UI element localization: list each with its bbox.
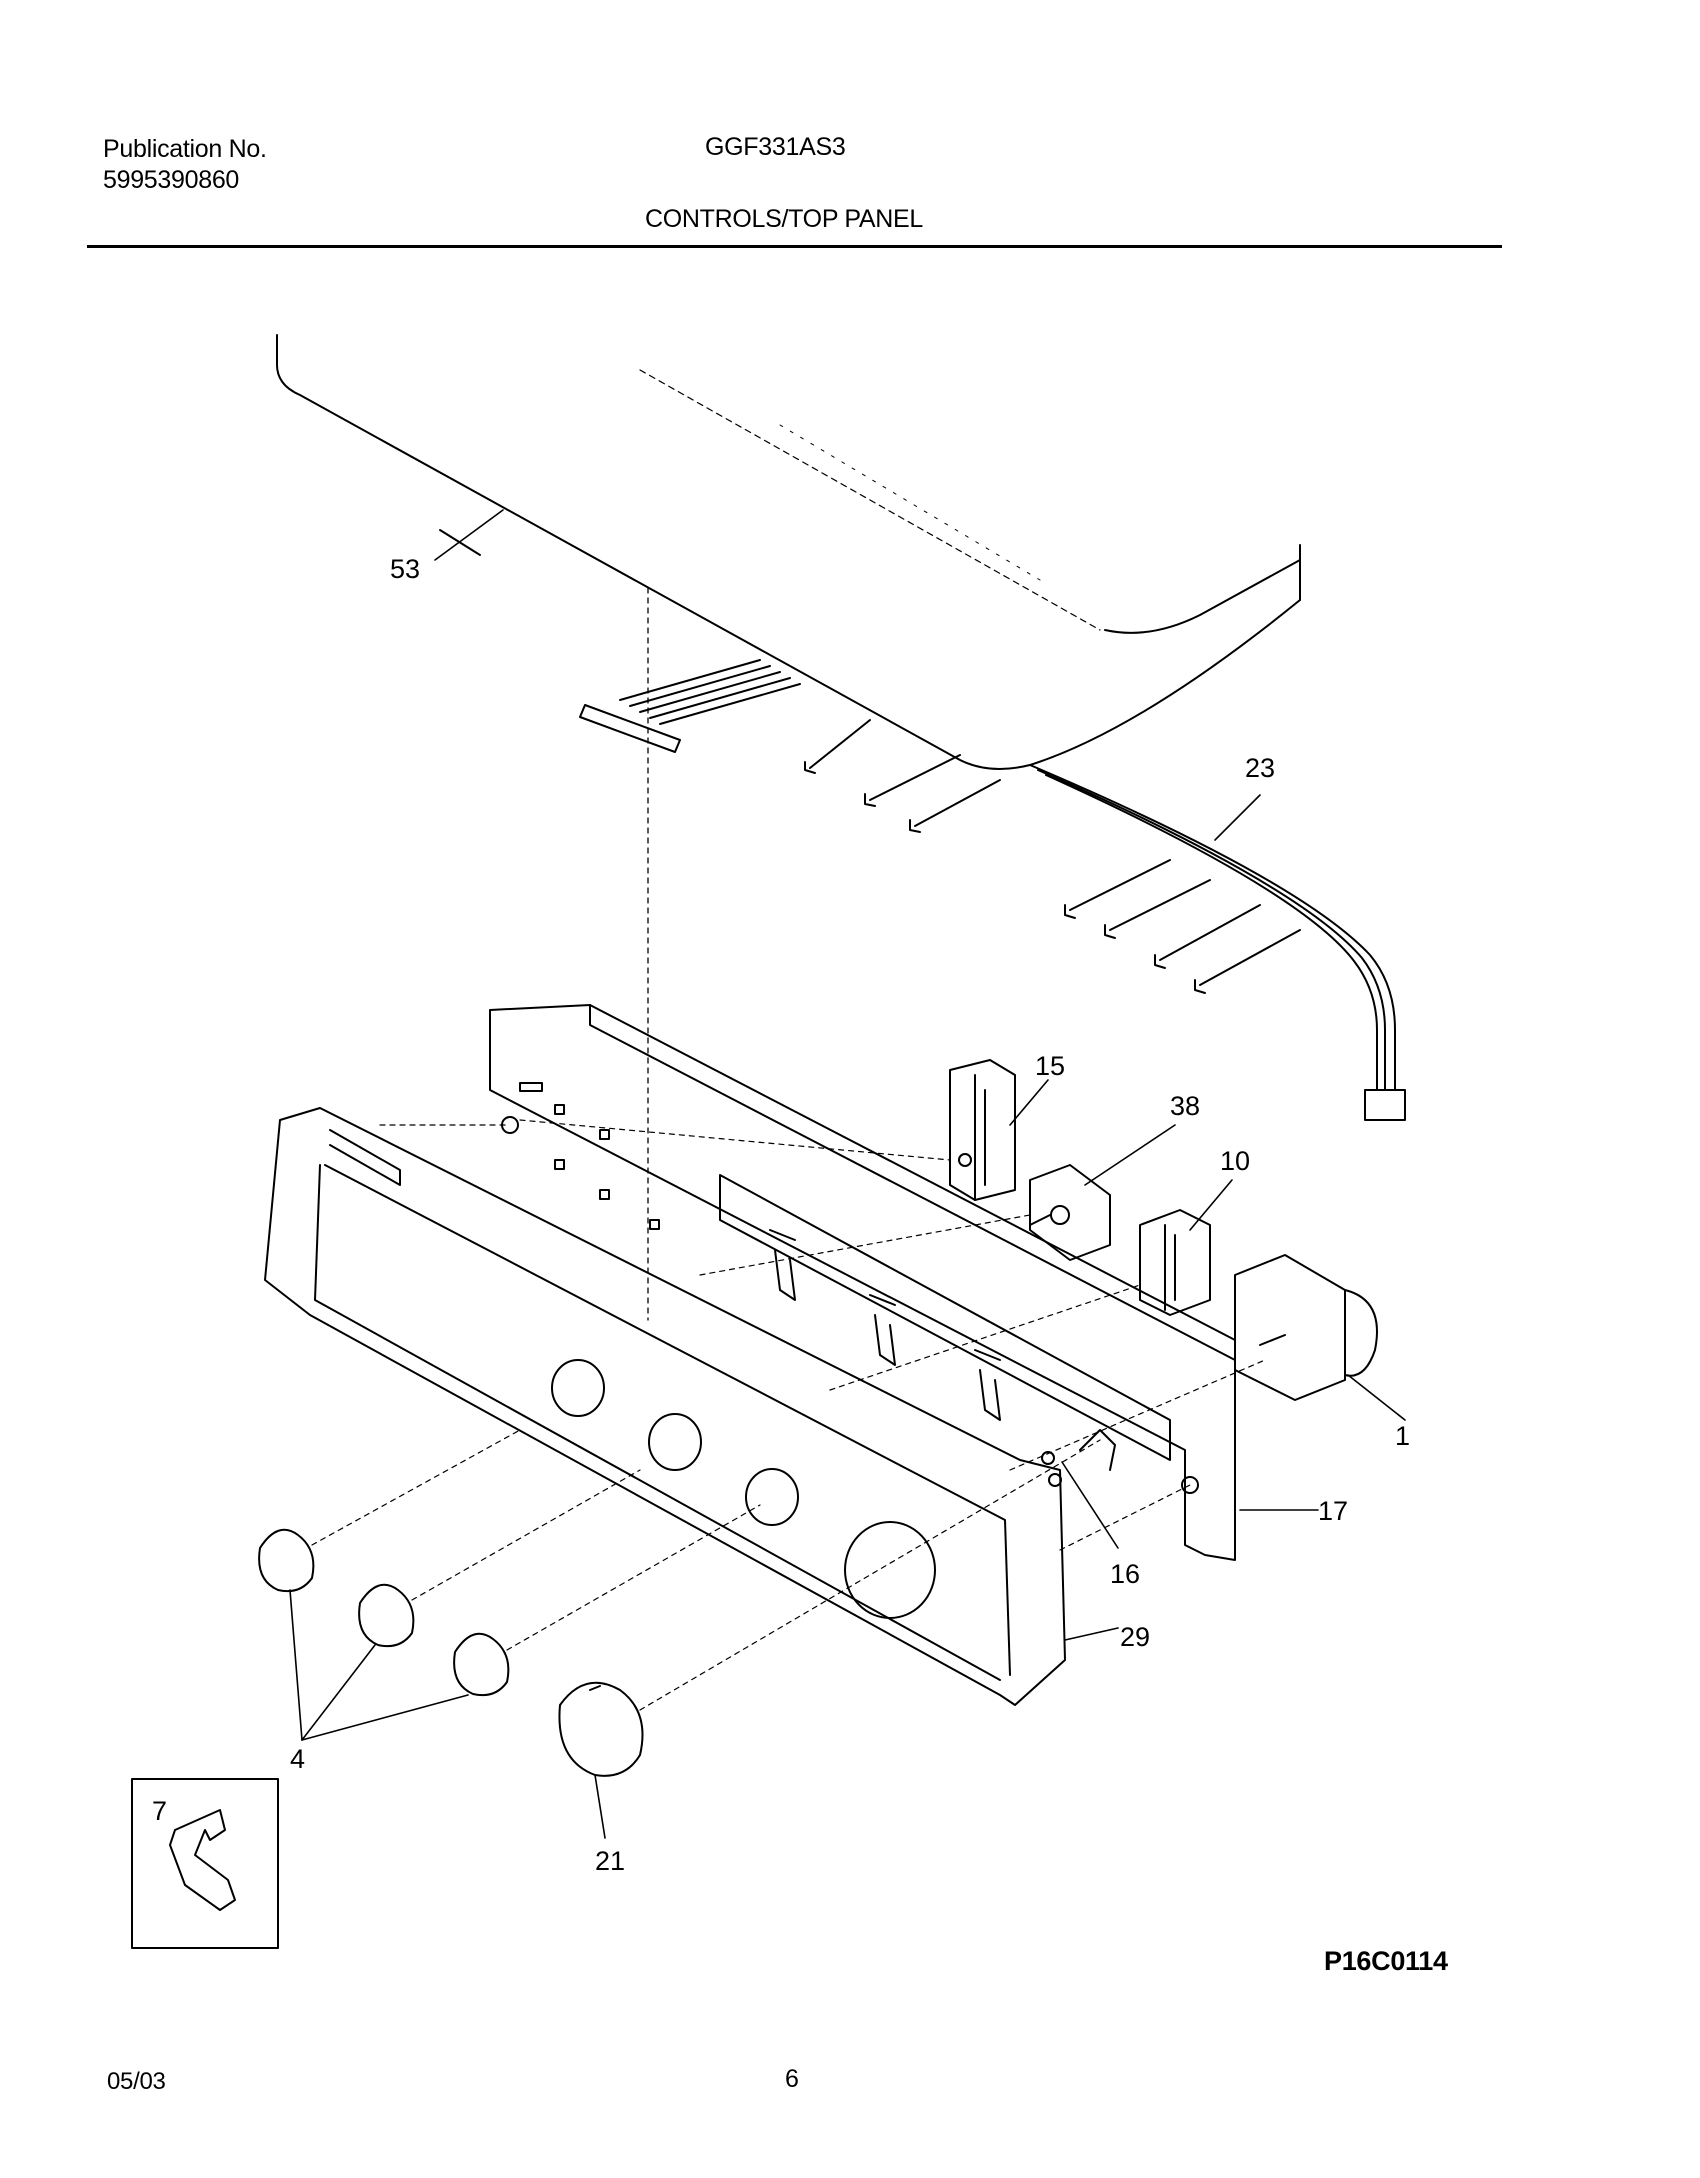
knob-4-parts — [258, 1528, 510, 1697]
page-number: 6 — [785, 2065, 799, 2093]
switch-10-part — [1139, 1209, 1211, 1316]
timer-part — [1234, 1254, 1378, 1401]
callout-10: 10 — [1220, 1146, 1250, 1176]
callout-7: 7 — [152, 1796, 167, 1826]
switch-15-part — [949, 1059, 1016, 1201]
publication-label: Publication No. — [103, 135, 267, 163]
publication-date: 05/03 — [107, 2068, 166, 2095]
control-panel-front-part — [264, 1107, 1066, 1706]
callout-1: 1 — [1395, 1421, 1410, 1451]
top-panel-part — [276, 334, 1301, 770]
switch-38-part — [1029, 1164, 1111, 1261]
assembly-dashed-lines — [311, 1119, 1266, 1711]
publication-number: 5995390860 — [103, 166, 240, 194]
callout-15: 15 — [1035, 1051, 1065, 1081]
callout-38: 38 — [1170, 1091, 1200, 1121]
section-title: CONTROLS/TOP PANEL — [645, 205, 924, 233]
indicator-16-part — [1041, 1429, 1116, 1487]
callout-29: 29 — [1120, 1622, 1150, 1652]
timer-knob-part — [558, 1681, 644, 1777]
leader-lines — [289, 509, 1406, 1839]
callout-17: 17 — [1318, 1496, 1348, 1526]
header-rule — [87, 245, 1502, 248]
callout-23: 23 — [1245, 753, 1275, 783]
wire-connector-left — [579, 659, 1001, 833]
callout-4: 4 — [290, 1744, 305, 1774]
callout-16: 16 — [1110, 1559, 1140, 1589]
inset-part-7 — [131, 1778, 279, 1949]
drawing-code: P16C0114 — [1324, 1946, 1448, 1976]
control-housing-part — [489, 1004, 1236, 1561]
callout-53: 53 — [390, 554, 420, 584]
wire-harness-part — [1029, 764, 1406, 1121]
callout-21: 21 — [595, 1846, 625, 1876]
model-number: GGF331AS3 — [705, 133, 846, 161]
